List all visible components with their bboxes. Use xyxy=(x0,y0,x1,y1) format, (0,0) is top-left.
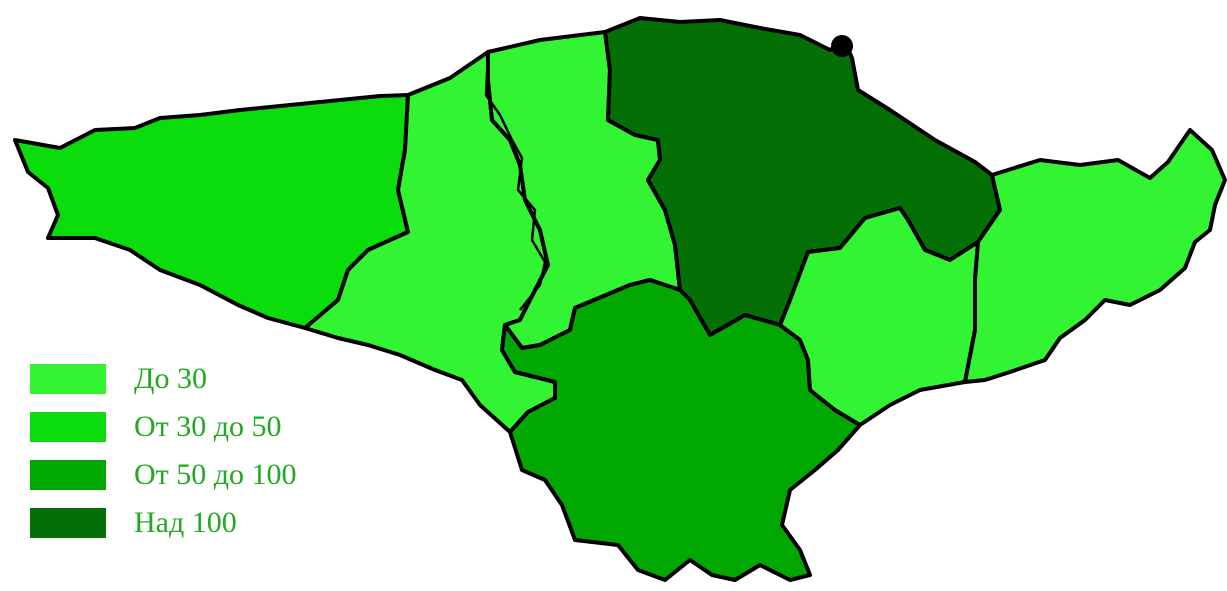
legend-swatch-low xyxy=(30,363,106,394)
river-line xyxy=(484,51,547,311)
legend-label-low: До 30 xyxy=(134,361,207,395)
legend-swatch-mid-high xyxy=(30,459,106,490)
legend-label-mid-high: От 50 до 100 xyxy=(134,457,297,491)
legend-label-mid-low: От 30 до 50 xyxy=(134,409,282,443)
legend-item-low: До 30 xyxy=(30,360,297,397)
legend-swatch-mid-low xyxy=(30,411,106,442)
legend-swatch-high xyxy=(30,507,106,538)
region-south[interactable] xyxy=(500,278,862,582)
legend-item-mid-high: От 50 до 100 xyxy=(30,456,297,493)
legend-item-high: Над 100 xyxy=(30,504,297,541)
region-east[interactable] xyxy=(963,128,1227,384)
legend-label-high: Над 100 xyxy=(134,505,237,539)
north-marker xyxy=(831,35,853,57)
legend-item-mid-low: От 30 до 50 xyxy=(30,408,297,445)
legend: До 30 От 30 до 50 От 50 до 100 Над 100 xyxy=(30,360,297,541)
